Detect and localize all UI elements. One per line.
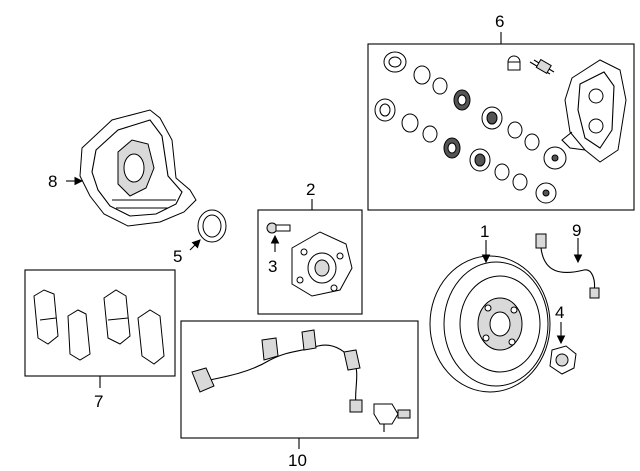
hub-assembly <box>291 231 353 297</box>
caliper-kit-group: 6 <box>367 12 635 211</box>
brake-pad-3 <box>103 289 131 345</box>
callout-6: 6 <box>495 12 504 31</box>
callout-8: 8 <box>48 172 57 191</box>
abs-sensor-harness <box>191 329 411 432</box>
brake-rotor <box>429 255 551 393</box>
dust-shield <box>79 109 197 227</box>
hub-bearing-box <box>257 209 363 315</box>
callout-4: 4 <box>555 303 564 322</box>
brake-pad-2 <box>67 309 91 361</box>
hub-bearing-group: 2 <box>257 180 363 315</box>
hub-seal-ring <box>197 209 227 243</box>
callout-9: 9 <box>572 221 581 240</box>
piston-seal-row-bottom <box>374 98 528 191</box>
brake-pad-4 <box>137 309 165 365</box>
callout-1: 1 <box>480 222 489 241</box>
brake-pads-group: 7 <box>24 269 176 411</box>
hub-nut <box>549 345 577 375</box>
abs-sensor <box>373 403 411 432</box>
callout-3: 3 <box>268 257 277 276</box>
callout-10: 10 <box>288 451 307 470</box>
brake-hose <box>535 233 600 299</box>
callout-5: 5 <box>173 247 182 266</box>
bleeder-screw <box>507 55 555 75</box>
abs-harness-group: 10 <box>180 320 419 470</box>
brake-caliper-body <box>561 59 627 163</box>
callout-2: 2 <box>306 180 315 199</box>
piston-seal-row-top <box>383 51 540 151</box>
hub-bolt <box>266 222 291 234</box>
brake-pad-1 <box>33 289 59 345</box>
callout-7: 7 <box>94 392 103 411</box>
